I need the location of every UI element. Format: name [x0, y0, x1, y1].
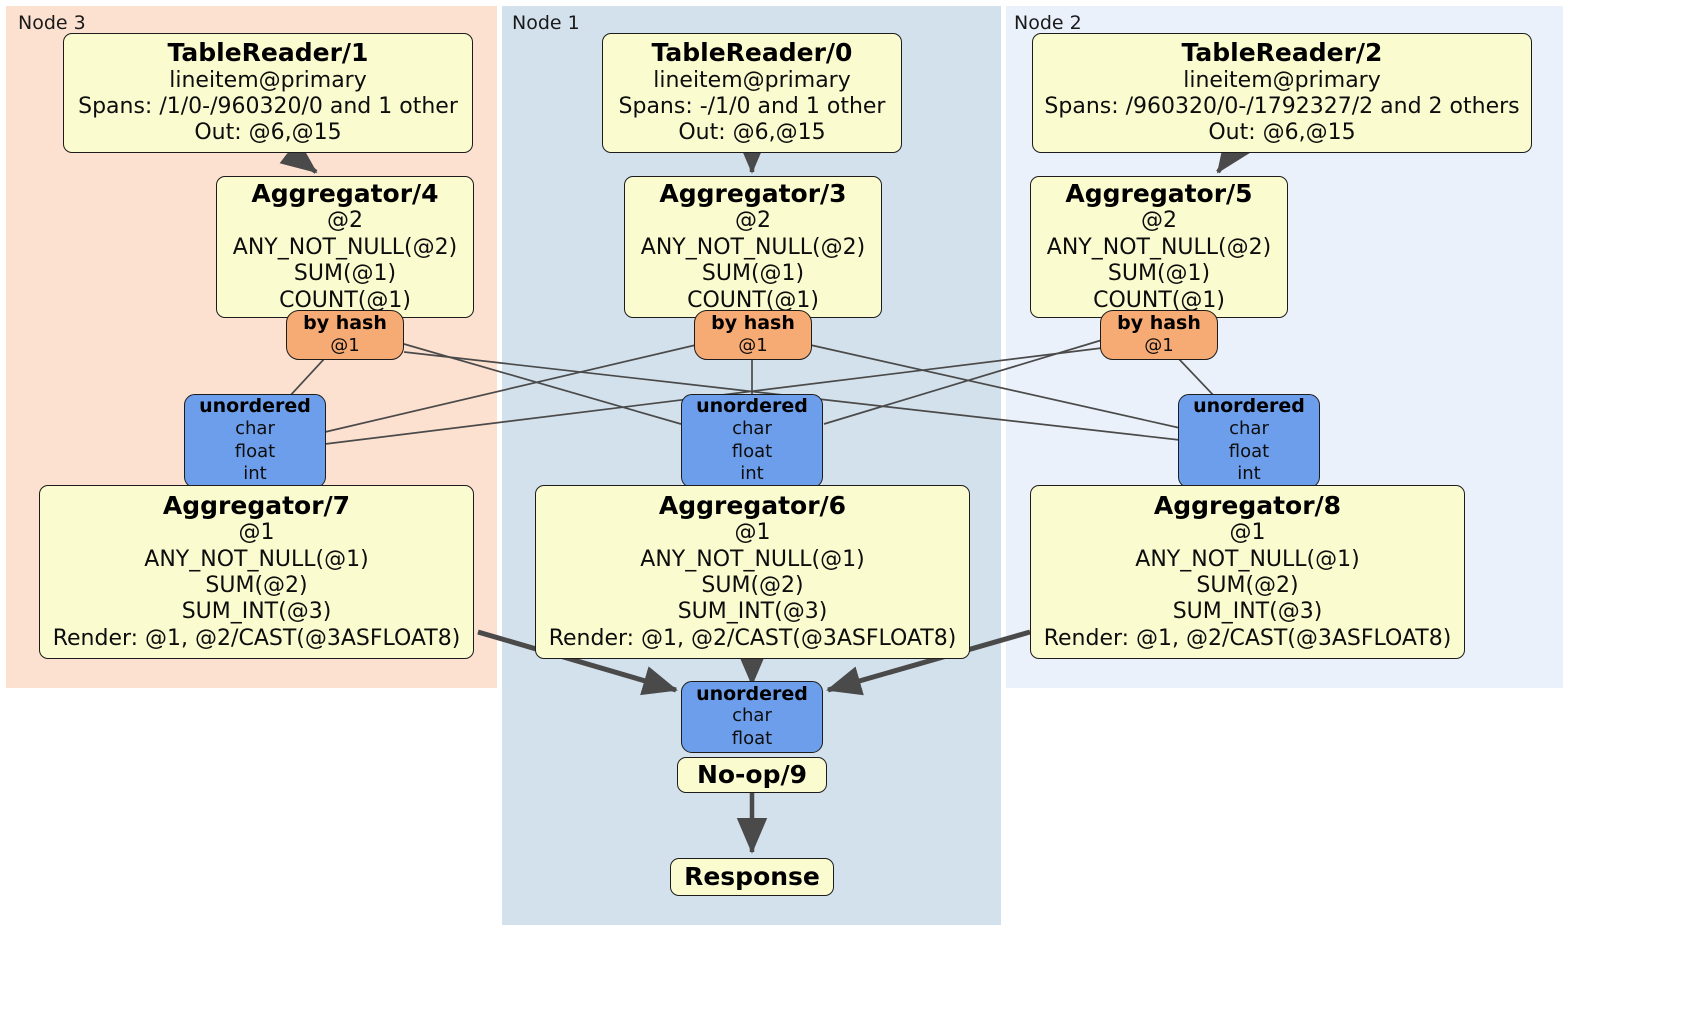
stream-type: float	[731, 440, 773, 462]
processor-render: Render: @1, @2/CAST(@3ASFLOAT8)	[52, 625, 461, 651]
processor-aggregator-8[interactable]: Aggregator/8 @1 ANY_NOT_NULL(@1) SUM(@2)…	[1030, 485, 1465, 659]
processor-title: Aggregator/5	[1065, 178, 1253, 208]
router-title: by hash	[303, 311, 387, 334]
processor-detail: COUNT(@1)	[279, 287, 411, 313]
stream-title: unordered	[696, 395, 808, 418]
processor-detail: ANY_NOT_NULL(@2)	[232, 234, 458, 260]
router-title: by hash	[1117, 311, 1201, 334]
stream-unordered-final[interactable]: unordered char float	[681, 681, 823, 753]
processor-detail: SUM_INT(@3)	[181, 599, 332, 625]
stream-type: char	[235, 418, 275, 440]
panel-label-node-1: Node 1	[512, 12, 580, 34]
processor-detail: @1	[238, 520, 275, 546]
processor-table-reader-0[interactable]: TableReader/0 lineitem@primary Spans: -/…	[602, 33, 902, 153]
router-by-hash-right[interactable]: by hash @1	[1100, 310, 1218, 360]
stream-unordered-left[interactable]: unordered char float int	[184, 394, 326, 488]
processor-table-reader-2[interactable]: TableReader/2 lineitem@primary Spans: /9…	[1032, 33, 1532, 153]
stream-type: char	[732, 418, 772, 440]
processor-aggregator-3[interactable]: Aggregator/3 @2 ANY_NOT_NULL(@2) SUM(@1)…	[624, 176, 882, 318]
processor-render: Render: @1, @2/CAST(@3ASFLOAT8)	[548, 625, 957, 651]
router-title: by hash	[711, 311, 795, 334]
processor-detail: COUNT(@1)	[1093, 287, 1225, 313]
processor-detail: Spans: -/1/0 and 1 other	[618, 94, 886, 120]
stream-type: int	[243, 463, 267, 485]
processor-detail: SUM(@1)	[701, 261, 805, 287]
stream-title: unordered	[696, 682, 808, 705]
stream-type: int	[740, 463, 764, 485]
processor-detail: Out: @6,@15	[194, 120, 342, 146]
processor-detail: lineitem@primary	[1183, 67, 1381, 93]
stream-unordered-right[interactable]: unordered char float int	[1178, 394, 1320, 488]
router-detail: @1	[330, 334, 360, 356]
processor-detail: SUM(@2)	[205, 573, 308, 599]
processor-title: TableReader/1	[167, 38, 369, 68]
processor-detail: @1	[734, 520, 771, 546]
processor-aggregator-6[interactable]: Aggregator/6 @1 ANY_NOT_NULL(@1) SUM(@2)…	[535, 485, 970, 659]
panel-label-node-2: Node 2	[1014, 12, 1082, 34]
router-detail: @1	[738, 334, 768, 356]
processor-detail: ANY_NOT_NULL(@2)	[1046, 234, 1272, 260]
response-node[interactable]: Response	[670, 858, 834, 896]
processor-title: TableReader/2	[1181, 38, 1383, 68]
processor-detail: SUM_INT(@3)	[677, 599, 828, 625]
stream-unordered-center[interactable]: unordered char float int	[681, 394, 823, 488]
processor-aggregator-5[interactable]: Aggregator/5 @2 ANY_NOT_NULL(@2) SUM(@1)…	[1030, 176, 1288, 318]
processor-title: No-op/9	[696, 759, 808, 789]
router-by-hash-left[interactable]: by hash @1	[286, 310, 404, 360]
processor-detail: COUNT(@1)	[687, 287, 819, 313]
stream-type: int	[1237, 463, 1261, 485]
processor-detail: SUM(@1)	[293, 261, 397, 287]
processor-detail: lineitem@primary	[169, 67, 367, 93]
processor-detail: ANY_NOT_NULL(@2)	[640, 234, 866, 260]
processor-table-reader-1[interactable]: TableReader/1 lineitem@primary Spans: /1…	[63, 33, 473, 153]
processor-title: TableReader/0	[651, 38, 853, 68]
processor-detail: @2	[327, 208, 363, 234]
stream-type: char	[732, 705, 772, 727]
processor-title: Aggregator/6	[658, 490, 847, 520]
processor-detail: ANY_NOT_NULL(@1)	[1135, 546, 1360, 572]
processor-title: Aggregator/4	[251, 178, 439, 208]
processor-detail: @2	[1141, 208, 1177, 234]
processor-detail: @1	[1229, 520, 1266, 546]
processor-detail: ANY_NOT_NULL(@1)	[144, 546, 369, 572]
processor-no-op-9[interactable]: No-op/9	[677, 757, 827, 793]
router-by-hash-center[interactable]: by hash @1	[694, 310, 812, 360]
processor-detail: Out: @6,@15	[1208, 120, 1356, 146]
stream-title: unordered	[1193, 395, 1305, 418]
processor-detail: Spans: /960320/0-/1792327/2 and 2 others	[1044, 94, 1520, 120]
stream-title: unordered	[199, 395, 311, 418]
processor-title: Aggregator/3	[659, 178, 847, 208]
processor-aggregator-7[interactable]: Aggregator/7 @1 ANY_NOT_NULL(@1) SUM(@2)…	[39, 485, 474, 659]
processor-title: Aggregator/7	[162, 490, 351, 520]
processor-aggregator-4[interactable]: Aggregator/4 @2 ANY_NOT_NULL(@2) SUM(@1)…	[216, 176, 474, 318]
processor-title: Aggregator/8	[1153, 490, 1342, 520]
stream-type: float	[731, 727, 773, 749]
processor-detail: SUM(@2)	[1196, 573, 1299, 599]
processor-detail: @2	[735, 208, 771, 234]
response-title: Response	[684, 861, 820, 891]
processor-detail: lineitem@primary	[653, 67, 851, 93]
router-detail: @1	[1144, 334, 1174, 356]
processor-detail: Spans: /1/0-/960320/0 and 1 other	[78, 94, 458, 120]
processor-detail: SUM(@2)	[701, 573, 804, 599]
stream-type: char	[1229, 418, 1269, 440]
processor-detail: SUM(@1)	[1107, 261, 1211, 287]
stream-type: float	[1228, 440, 1270, 462]
panel-label-node-3: Node 3	[18, 12, 86, 34]
processor-detail: SUM_INT(@3)	[1172, 599, 1323, 625]
stream-type: float	[234, 440, 276, 462]
processor-render: Render: @1, @2/CAST(@3ASFLOAT8)	[1043, 625, 1452, 651]
processor-detail: Out: @6,@15	[678, 120, 826, 146]
processor-detail: ANY_NOT_NULL(@1)	[640, 546, 865, 572]
